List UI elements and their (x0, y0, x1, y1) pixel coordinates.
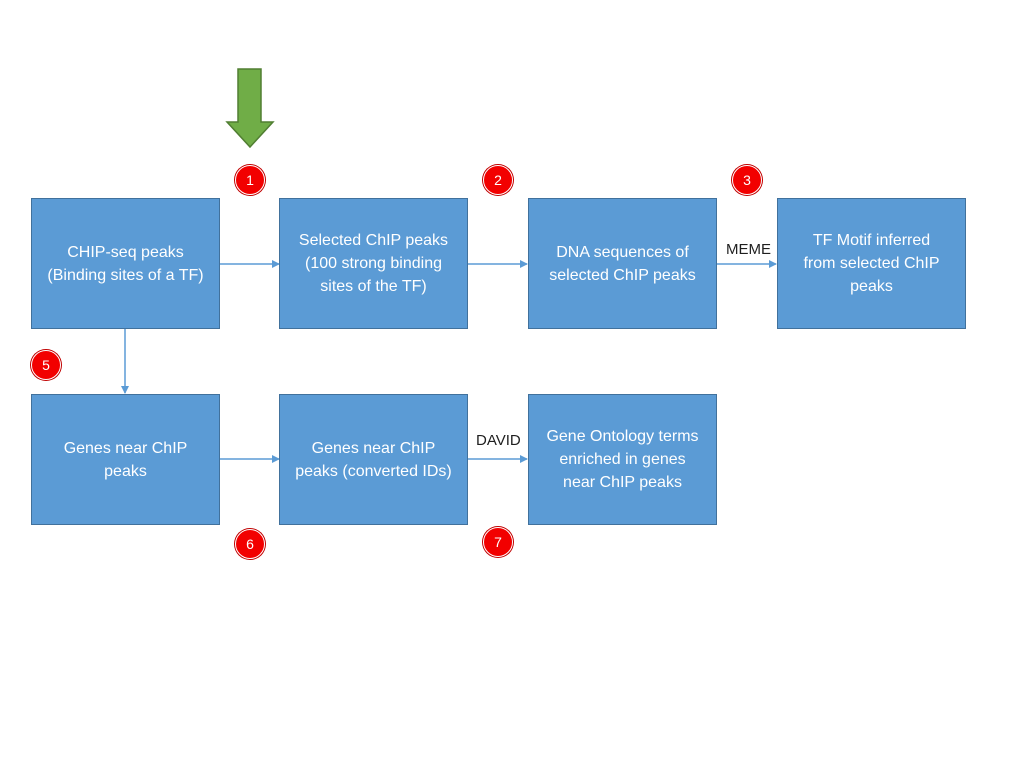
step-badge-6: 6 (235, 529, 265, 559)
selected-chip-peaks-box: Selected ChIP peaks (100 strong binding … (279, 198, 468, 329)
start-arrow (225, 68, 275, 149)
tf-motif-box: TF Motif inferred from selected ChIP pea… (777, 198, 966, 329)
genes-converted-ids-box: Genes near ChIP peaks (converted IDs) (279, 394, 468, 525)
step-badge-1: 1 (235, 165, 265, 195)
dna-sequences-box: DNA sequences of selected ChIP peaks (528, 198, 717, 329)
david-label: DAVID (476, 432, 521, 449)
step-badge-7: 7 (483, 527, 513, 557)
gene-ontology-terms-box: Gene Ontology terms enriched in genes ne… (528, 394, 717, 525)
meme-label: MEME (726, 241, 771, 258)
step-badge-5: 5 (31, 350, 61, 380)
genes-near-chip-peaks-box: Genes near ChIP peaks (31, 394, 220, 525)
step-badge-3: 3 (732, 165, 762, 195)
step-badge-2: 2 (483, 165, 513, 195)
chip-seq-peaks-box: CHIP-seq peaks (Binding sites of a TF) (31, 198, 220, 329)
